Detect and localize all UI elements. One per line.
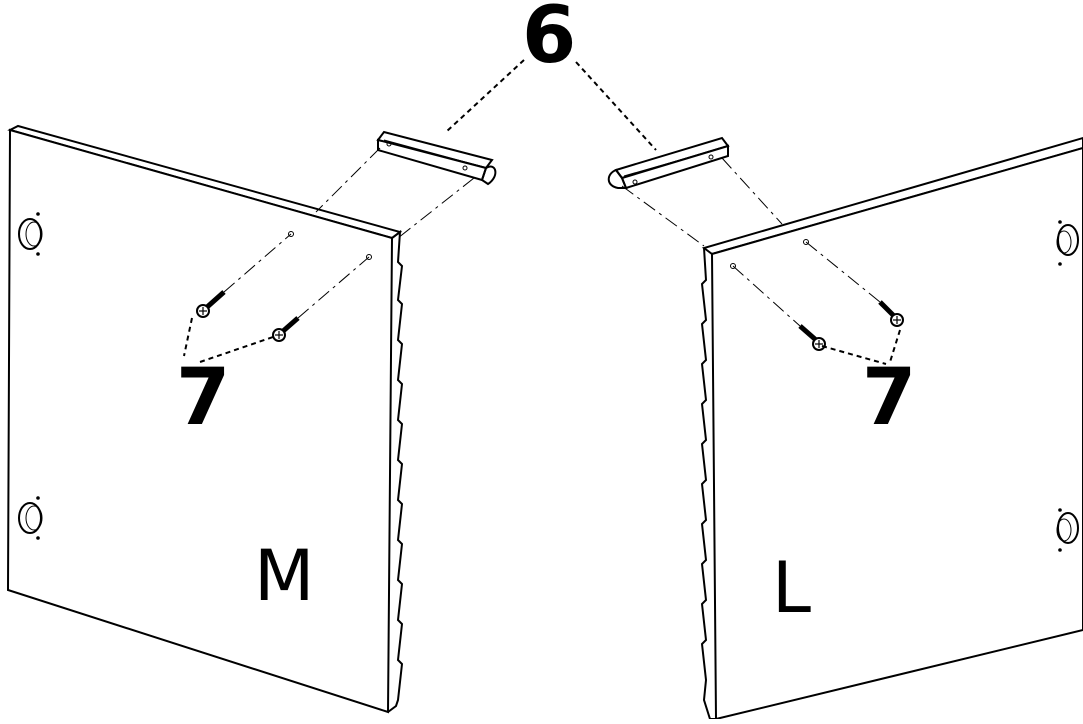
panel-l-side-edge (700, 247, 716, 720)
panel-m-label: M (254, 535, 314, 617)
pilot-hole-m-1 (288, 231, 294, 237)
hinge-hole-m-upper (18, 212, 43, 256)
callout-label-6: 6 (522, 0, 576, 81)
panel-m-side-edge (387, 229, 404, 713)
pilot-hole-l-2 (803, 239, 809, 245)
handle-alignment-lines (315, 147, 783, 247)
hinge-hole-m-lower (18, 496, 43, 540)
panel-l-face (710, 146, 1083, 721)
screw-l-2 (878, 300, 904, 327)
panel-l-label: L (772, 547, 811, 629)
pilot-hole-m-2 (366, 254, 372, 260)
screw-alignment-lines (223, 233, 881, 327)
hinge-hole-l-upper (1056, 220, 1079, 266)
screw-m-1 (196, 290, 226, 318)
panel-l-top-edge (701, 136, 1083, 256)
callout-leaders (183, 59, 901, 365)
handle-right (607, 136, 730, 190)
panel-m: M (6, 124, 404, 714)
screw-m-2 (272, 316, 300, 342)
panel-l: L (700, 136, 1083, 721)
callout-label-7-right: 7 (862, 353, 916, 443)
pilot-hole-l-1 (730, 263, 736, 269)
callout-label-7-left: 7 (176, 353, 230, 443)
handle-left (376, 130, 497, 186)
hinge-hole-l-lower (1056, 508, 1079, 552)
